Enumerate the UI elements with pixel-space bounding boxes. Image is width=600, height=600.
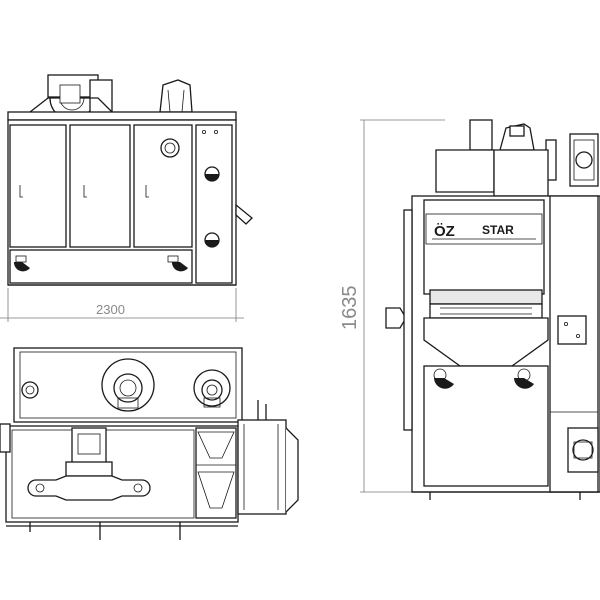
outlet-circle <box>21 381 39 399</box>
side-view: 1635 ÖZ STAR <box>339 119 600 500</box>
motor-unit <box>71 427 107 465</box>
front-view: 2300 <box>0 74 253 322</box>
control-column <box>195 124 233 284</box>
height-label: 1635 <box>339 286 361 331</box>
height-dimension: 1635 <box>339 119 445 493</box>
plan-view <box>0 347 299 540</box>
roller-band <box>429 289 543 305</box>
width-dimension: 2300 <box>0 288 244 322</box>
brand-second: STAR <box>482 223 514 237</box>
side-handle <box>385 307 407 329</box>
inspection-port <box>160 138 180 158</box>
width-label: 2300 <box>96 302 125 317</box>
top-motors <box>435 119 599 197</box>
side-box <box>557 315 587 345</box>
door-1 <box>9 124 67 248</box>
top-blower <box>29 74 113 121</box>
top-hopper <box>159 79 193 113</box>
door-2 <box>69 124 131 248</box>
brand-first: ÖZ <box>434 223 455 240</box>
brand-logo: ÖZ STAR <box>425 213 543 245</box>
